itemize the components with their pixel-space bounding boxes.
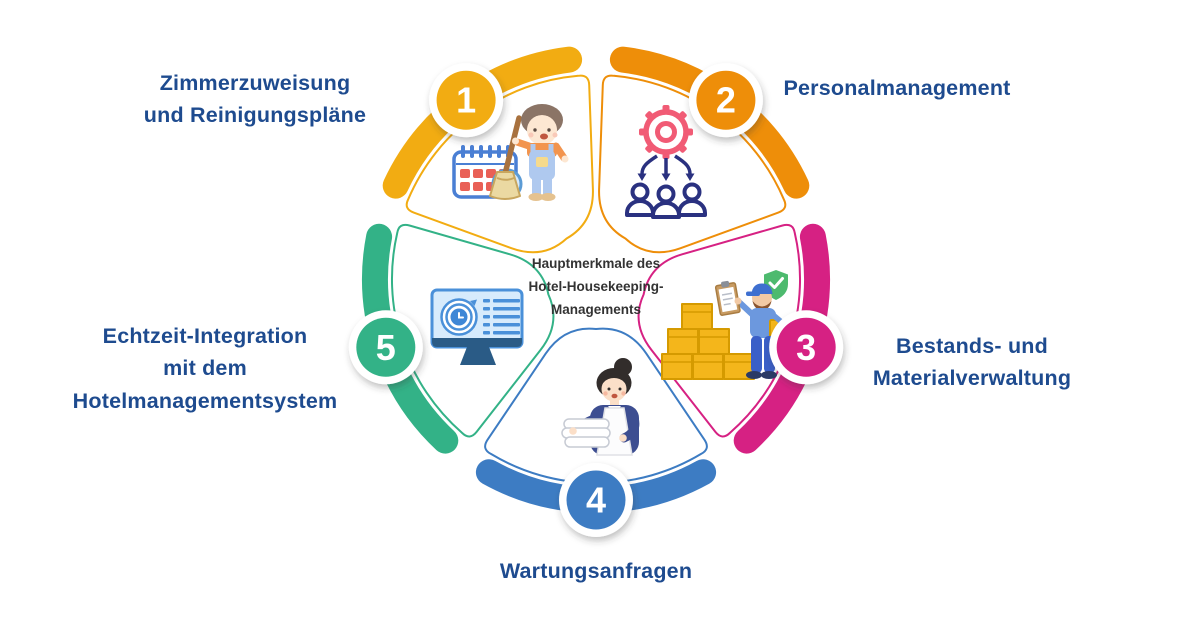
badge-disc [436,70,496,130]
task-list-icon [483,299,520,335]
step-badge-3: 3 [769,310,844,385]
step-badge-4: 4 [559,463,633,537]
segment-label-3: Bestands- und Materialverwaltung [872,334,1072,391]
step-number-2: 2 [716,80,736,121]
calendar-broom-boy-icon [452,104,569,201]
diagram-center-title: Hauptmerkmale des Hotel-Housekeeping- Ma… [528,256,664,318]
segment-label-1: Zimmerzuweisung und Reinigungspläne [143,71,367,128]
gear-team-icon [625,105,707,219]
team-people-icon [625,182,707,219]
housekeeper-towels-icon [561,358,640,456]
towel-stack-icon [561,418,611,448]
broom-illustration [489,115,522,200]
realtime-monitor-icon [430,288,524,365]
step-number-5: 5 [376,327,396,368]
assignment-arrowheads [637,173,695,181]
gear-icon [639,105,693,159]
step-badge-2: 2 [688,63,763,138]
badge-disc [696,70,756,130]
badge-disc [566,470,626,530]
step-badge-1: 1 [429,63,504,138]
inventory-worker-icon [661,270,791,380]
step-number-3: 3 [796,327,816,368]
badge-disc [356,317,416,377]
step-number-4: 4 [586,480,606,521]
cleaning-boy-illustration [512,104,569,201]
segment-label-2: Personalmanagement [783,76,1011,100]
step-badge-5: 5 [348,310,423,385]
segment-label-5: Echtzeit-Integration mit dem Hotelmanage… [72,324,338,413]
badge-disc [776,317,836,377]
step-number-1: 1 [456,80,476,121]
segment-label-4: Wartungsanfragen [499,559,693,583]
assignment-arrows-icon [640,154,692,175]
box-stack-icon [661,303,755,380]
